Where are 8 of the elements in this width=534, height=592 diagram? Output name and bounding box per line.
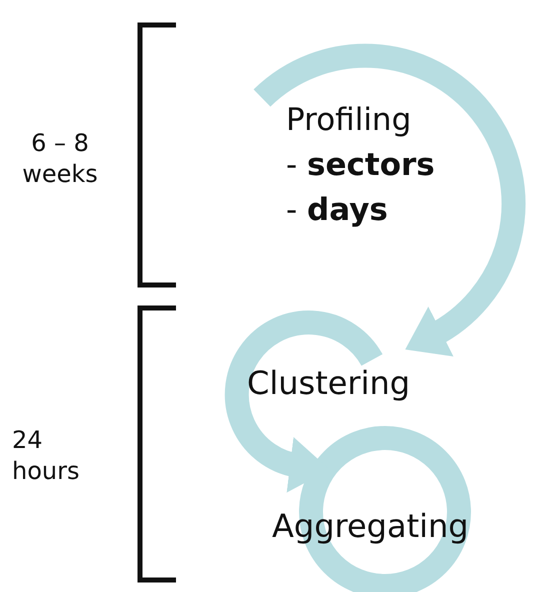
curved-arrow: [254, 44, 526, 356]
list-item: - sectors: [286, 146, 436, 185]
node-title: Clustering: [247, 363, 412, 404]
node-title: Profiling: [286, 101, 412, 140]
duration-label: 24 hours: [12, 425, 80, 488]
list-item: - days: [286, 190, 389, 230]
node-title: Aggregating: [272, 506, 470, 547]
duration-label: 6 – 8 weeks: [21, 128, 99, 190]
